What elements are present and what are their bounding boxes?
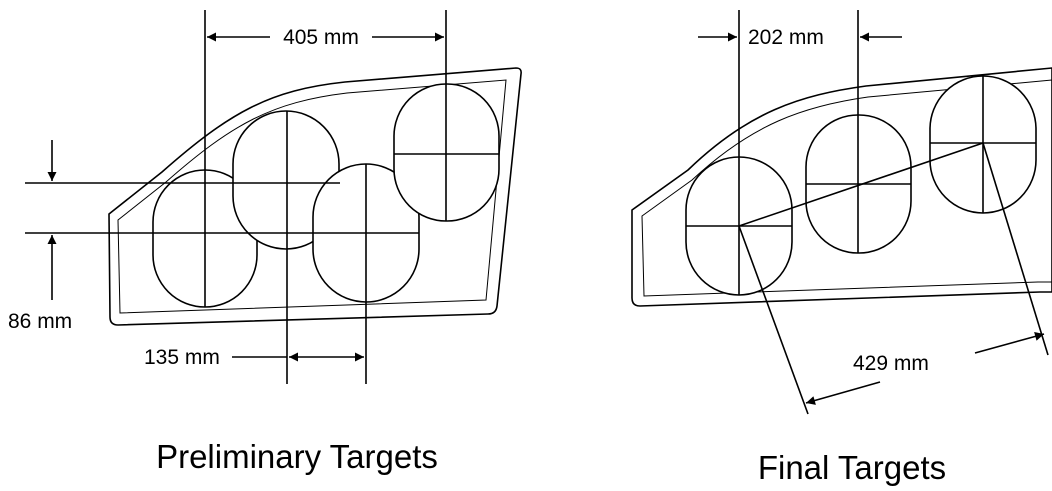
caption-preliminary-targets: Preliminary Targets [156, 438, 438, 475]
dim-arrow-429-left [805, 381, 881, 405]
target-connector [738, 142, 984, 227]
final-targets-panel: 202 mm 429 mm Final Targets [631, 10, 1052, 486]
windshield-outline [631, 67, 1052, 307]
dim-label-135: 135 mm [144, 346, 220, 369]
dim-label-86: 86 mm [8, 310, 72, 333]
dim-label-429: 429 mm [853, 352, 929, 375]
dim-label-202: 202 mm [748, 26, 824, 49]
dim-extension-429-left [738, 225, 809, 415]
windshield-inner-outline [641, 79, 1052, 297]
dim-extension-429-right [982, 142, 1049, 356]
caption-final-targets: Final Targets [758, 449, 946, 486]
preliminary-targets-panel: 405 mm 86 mm 135 mm Preliminary Targets [8, 10, 522, 475]
windshield-outline [108, 67, 522, 326]
dim-label-405: 405 mm [283, 26, 359, 49]
dim-arrow-429-right [974, 332, 1045, 354]
windshield-inner-outline [117, 79, 507, 314]
